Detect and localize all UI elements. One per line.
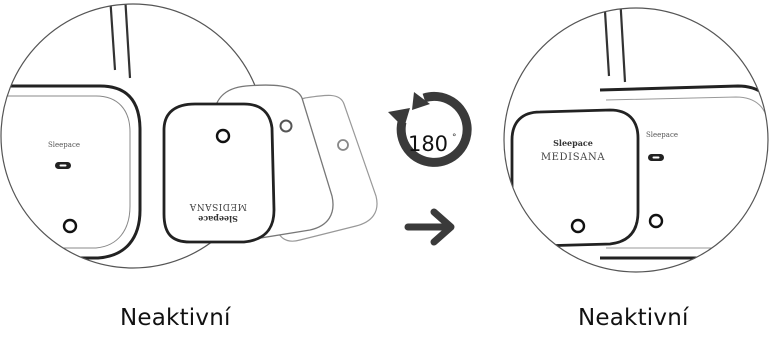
left-caption: Neaktivní [120,305,231,331]
right-caption: Neaktivní [578,305,689,331]
right-link-icon [648,154,664,161]
left-detail-panel: Sleepace [0,3,266,269]
pad-hole [215,128,231,144]
degree-mark: ° [452,133,457,143]
right-detail-circle [503,7,769,273]
pad-hole-right [570,218,586,234]
pad-brand-small: Sleepace [198,214,238,224]
left-belt-hole [62,218,78,234]
rotate-180-icon: 180 ° [388,91,472,167]
left-belt-brand: Sleepace [48,141,80,149]
pad-brand-large-right: MEDISANA [541,152,606,163]
right-detail-panel: Sleepace Sleepace MEDISANA [503,7,769,273]
right-belt-brand: Sleepace [646,131,678,139]
link-icon [55,162,71,169]
pad-brand-large: MEDISANA [189,201,247,211]
right-belt-hole [648,213,664,229]
sensor-pad-upright: Sleepace MEDISANA [510,108,640,248]
sensor-pad-rotated: Sleepace MEDISANA [162,102,276,244]
right-arrow-icon [404,208,455,246]
rotation-degree-label: 180 [408,132,448,156]
left-strap [108,4,132,79]
right-strap [602,8,627,83]
pad-brand-small-right: Sleepace [553,138,593,148]
